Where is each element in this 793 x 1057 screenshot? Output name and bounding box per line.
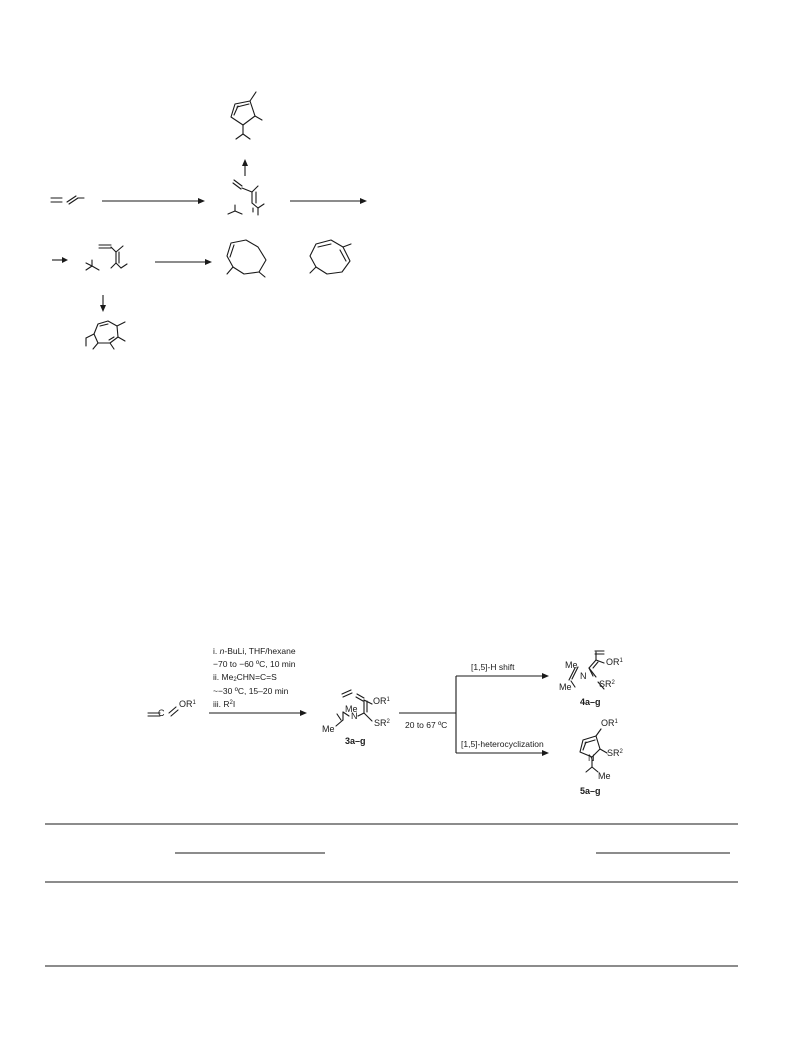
condition-2: −70 to −60 ºC, 10 min	[213, 659, 296, 669]
allene-fragment	[50, 195, 85, 205]
condition-3: ii. Me2CHN=C=S	[213, 672, 277, 683]
intermediate-3-structure	[335, 689, 373, 727]
allene-c-label: C	[158, 708, 165, 718]
product-4-structure	[568, 650, 605, 690]
reaction-arrow-1	[209, 710, 307, 716]
p4-sr2-label: SR2	[599, 679, 615, 689]
scheme1	[50, 91, 367, 350]
int-sr2-label: SR2	[374, 718, 390, 728]
p5-or1-label: OR1	[601, 718, 618, 728]
int-me-label: Me	[345, 704, 358, 714]
path-h-shift-label: [1,5]-H shift	[471, 662, 515, 672]
scheme2	[147, 650, 608, 773]
p4-me2-label: Me	[559, 682, 572, 692]
int-n-label: N	[351, 711, 358, 721]
arrow-1	[102, 198, 205, 204]
azatriene-structure	[85, 244, 128, 271]
condition-5: iii. R2I	[213, 699, 236, 709]
condition-1: i. n-BuLi, THF/hexane	[213, 646, 296, 656]
int-me2-label: Me	[322, 724, 335, 734]
int-or1-label: OR1	[373, 696, 390, 706]
temperature-label: 20 to 67 ºC	[405, 720, 448, 730]
up-arrow	[242, 159, 248, 176]
p5-sr2-label: SR2	[607, 748, 623, 758]
down-arrow	[100, 295, 106, 312]
dihydropyridine-structure	[85, 320, 126, 350]
allene-or1-label: OR1	[179, 699, 196, 709]
central-intermediate-structure	[227, 179, 265, 216]
branch-arrow	[399, 673, 549, 756]
p4-me1-label: Me	[565, 660, 578, 670]
compound-3-label: 3a–g	[345, 736, 366, 746]
azepine-structure-1	[226, 239, 267, 278]
compound-5-label: 5a–g	[580, 786, 601, 796]
condition-4: ~−30 ºC, 15–20 min	[213, 686, 289, 696]
compound-4-label: 4a–g	[580, 697, 601, 707]
table-rules	[45, 823, 738, 967]
p4-or1-label: OR1	[606, 657, 623, 667]
path-heterocyclization-label: [1,5]-heterocyclization	[461, 739, 544, 749]
lead-arrow-row2	[52, 257, 68, 263]
p5-me-label: Me	[598, 771, 611, 781]
p4-n-label: N	[580, 671, 587, 681]
azepine-structure-2	[309, 239, 352, 275]
product-5-structure	[579, 728, 608, 773]
alkoxyallene-structure	[147, 706, 179, 717]
p5-n-label: N	[588, 753, 595, 763]
arrow-3	[155, 259, 212, 265]
arrow-2	[290, 198, 367, 204]
top-pyrrole-structure	[230, 91, 263, 140]
